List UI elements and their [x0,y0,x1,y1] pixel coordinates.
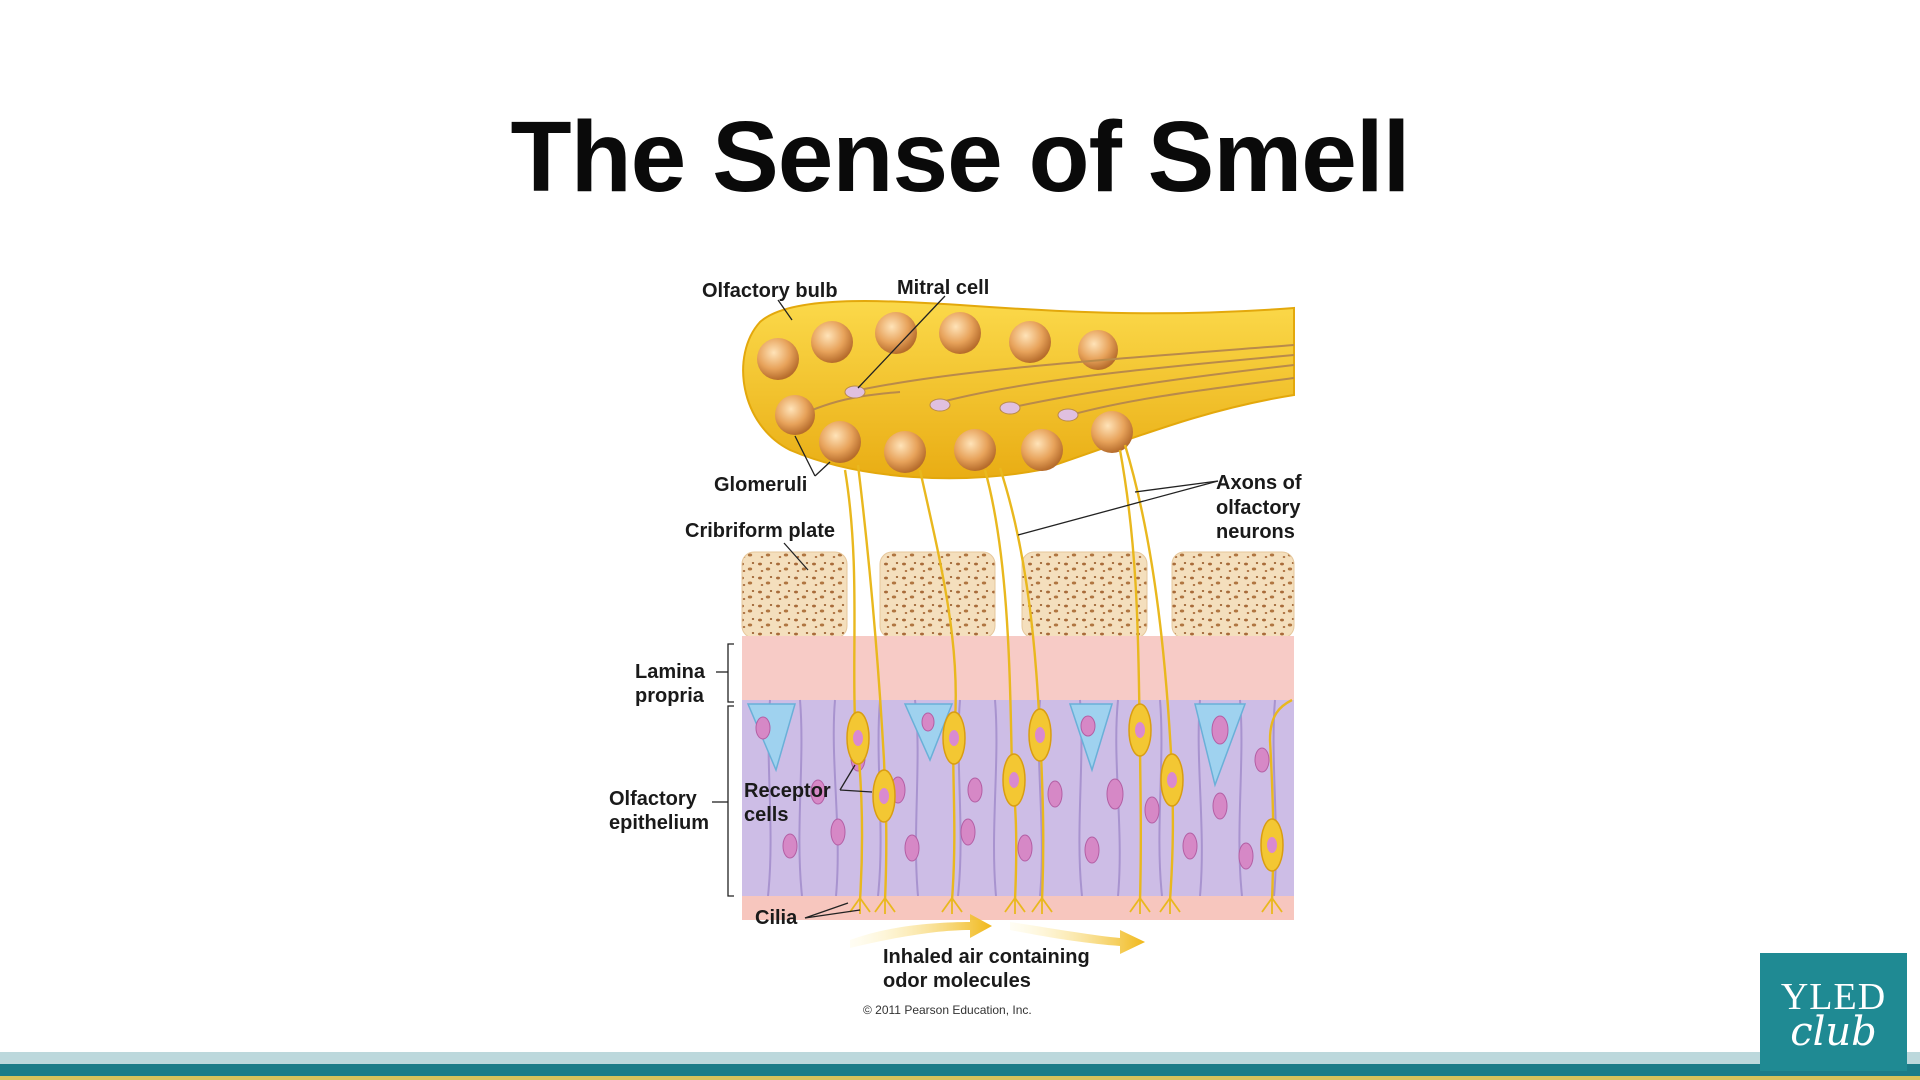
label-mitral-cell: Mitral cell [897,277,989,299]
leader-lines [712,295,1219,919]
yled-club-logo: YLED club [1760,953,1907,1071]
receptor-nuclei [853,722,1277,853]
mucus-layer [742,896,1294,920]
label-cribriform-plate: Cribriform plate [685,520,835,542]
label-receptor-line1: Receptor [744,780,831,802]
lamina-propria-layer [742,636,1294,702]
label-air-line2: odor molecules [883,970,1031,992]
label-lamina-line2: propria [635,685,705,707]
inhaled-air-arrows [850,914,1145,954]
bulb-granule-cells [757,312,1118,380]
label-olfactory-bulb: Olfactory bulb [702,280,838,302]
label-air-line1: Inhaled air containing [883,946,1090,968]
copyright-notice: © 2011 Pearson Education, Inc. [863,1003,1032,1017]
footer-stripe-light [0,1052,1920,1064]
label-receptor-line2: cells [744,804,788,826]
footer-stripe-teal [0,1064,1920,1076]
label-axons-line2: olfactory [1216,497,1301,519]
label-epithelium-line1: Olfactory [609,788,698,810]
label-axons-line3: neurons [1216,521,1295,543]
label-epithelium-line2: epithelium [609,812,709,834]
label-lamina-line1: Lamina [635,661,706,683]
logo-text-top: YLED [1780,976,1887,1018]
footer-stripe-gold [0,1076,1920,1080]
label-glomeruli: Glomeruli [714,474,807,496]
cribriform-plate [741,551,1295,639]
glomeruli-cluster [775,395,1133,473]
slide-title: The Sense of Smell [510,101,1411,213]
logo-text-bottom: club [1790,1009,1877,1055]
mitral-cell-fibers [789,344,1295,421]
label-cilia: Cilia [755,907,798,929]
cilia-tufts [849,897,1283,914]
mitral-cells [844,385,1079,422]
label-axons-line1: Axons of [1216,472,1302,494]
